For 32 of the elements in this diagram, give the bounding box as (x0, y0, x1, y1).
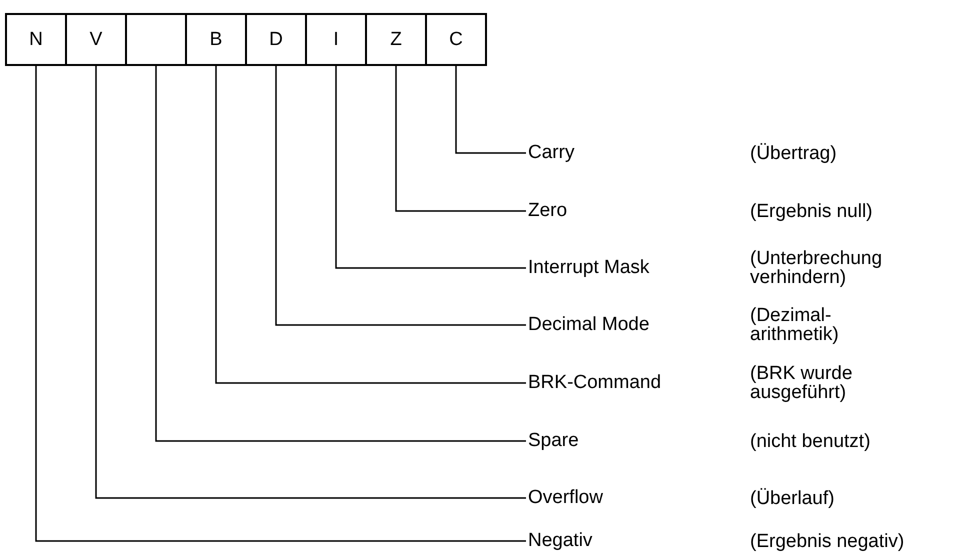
translation-note: (nicht benutzt) (750, 432, 872, 450)
register-bit-cell: N (5, 13, 67, 66)
flag-label: Carry (528, 143, 574, 163)
register-bit-cell: V (65, 13, 127, 66)
translation-note: (Ergebnis negativ) (750, 532, 906, 550)
leader-line (35, 66, 526, 542)
flag-label: Negativ (528, 531, 592, 551)
flag-label: Spare (528, 431, 579, 451)
leader-line (95, 66, 526, 499)
translation-note: (Unterbrechung verhindern) (750, 249, 884, 287)
flag-label: Decimal Mode (528, 315, 650, 335)
translation-note: (Dezimal-arithmetik) (750, 306, 840, 344)
register-bit-cell: D (245, 13, 307, 66)
translation-note: (BRK wurde ausgeführt) (750, 364, 854, 402)
flag-label: Zero (528, 201, 568, 221)
register-bit-cell: C (425, 13, 487, 66)
leader-line (155, 66, 526, 442)
register-bit-cell: B (185, 13, 247, 66)
flag-label: Interrupt Mask (528, 258, 650, 278)
flag-label: Overflow (528, 488, 603, 508)
flag-label: BRK-Command (528, 373, 662, 393)
register-bit-cell: I (305, 13, 367, 66)
translation-note: (Ergebnis null) (750, 202, 874, 220)
translation-note: (Überlauf) (750, 488, 836, 508)
register-bit-cell (125, 13, 187, 66)
leader-line (215, 66, 526, 384)
leader-line (395, 66, 526, 212)
translation-note: (Übertrag) (750, 144, 838, 162)
leader-line (455, 66, 526, 154)
leader-line (335, 66, 526, 269)
register-bit-cell: Z (365, 13, 427, 66)
leader-line (275, 66, 526, 326)
